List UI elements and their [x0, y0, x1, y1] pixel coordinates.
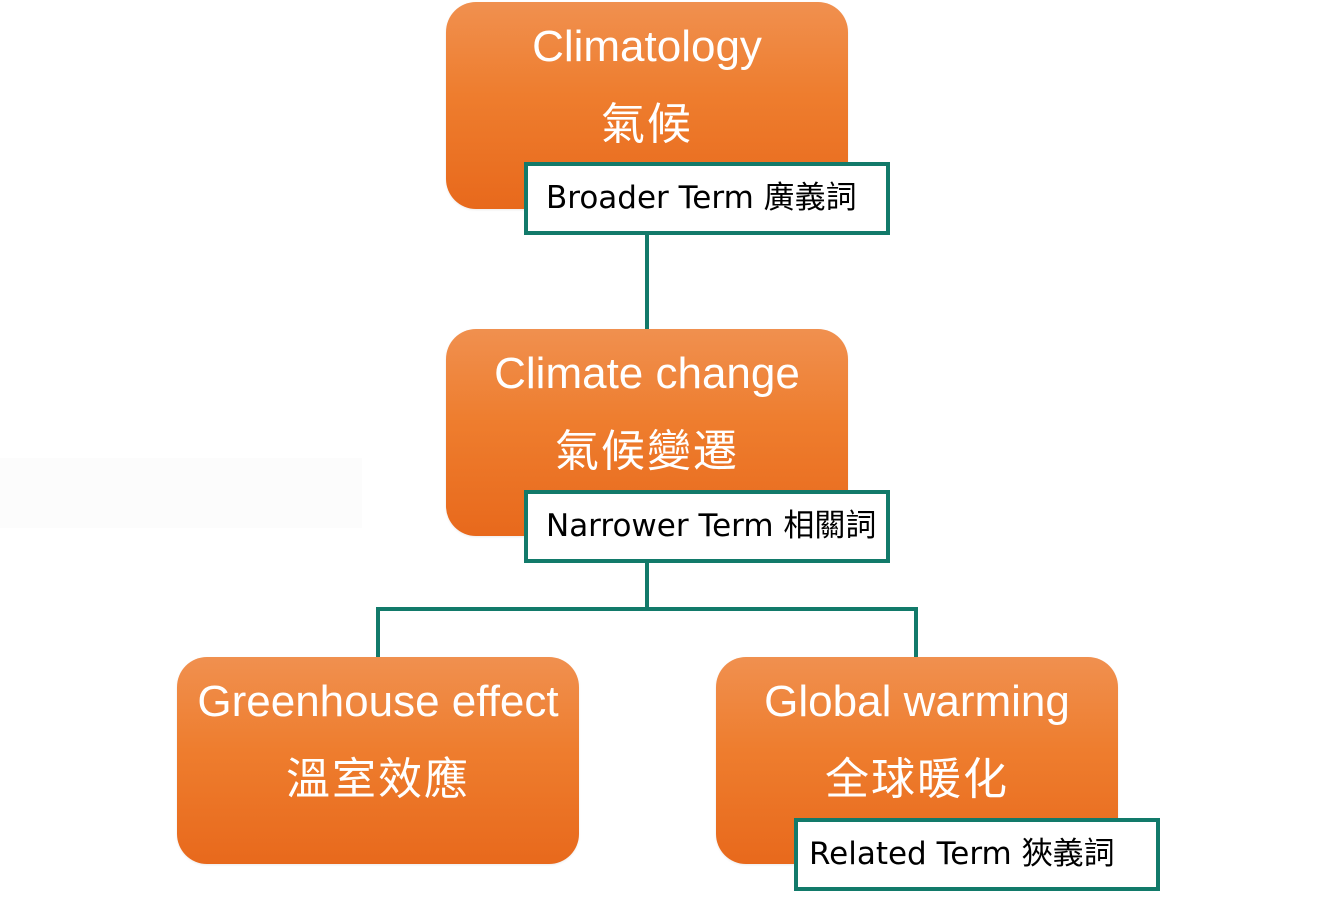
label-broader-term: Broader Term 廣義詞 [524, 162, 890, 235]
term-greenhouse-effect-en: Greenhouse effect [197, 677, 559, 726]
term-climatology-zh: 氣候 [601, 99, 693, 150]
term-global-warming-zh: 全球暖化 [825, 754, 1009, 805]
label-related-term: Related Term 狹義詞 [794, 818, 1160, 891]
term-global-warming-en: Global warming [764, 677, 1070, 726]
term-box-greenhouse-effect: Greenhouse effect 溫室效應 [177, 657, 579, 864]
term-greenhouse-effect-zh: 溫室效應 [286, 754, 470, 805]
label-narrower-term: Narrower Term 相關詞 [524, 490, 890, 563]
background-patch [0, 458, 362, 528]
term-climate-change-zh: 氣候變遷 [555, 426, 739, 477]
term-climate-change-en: Climate change [494, 349, 800, 398]
term-climatology-en: Climatology [532, 22, 762, 71]
